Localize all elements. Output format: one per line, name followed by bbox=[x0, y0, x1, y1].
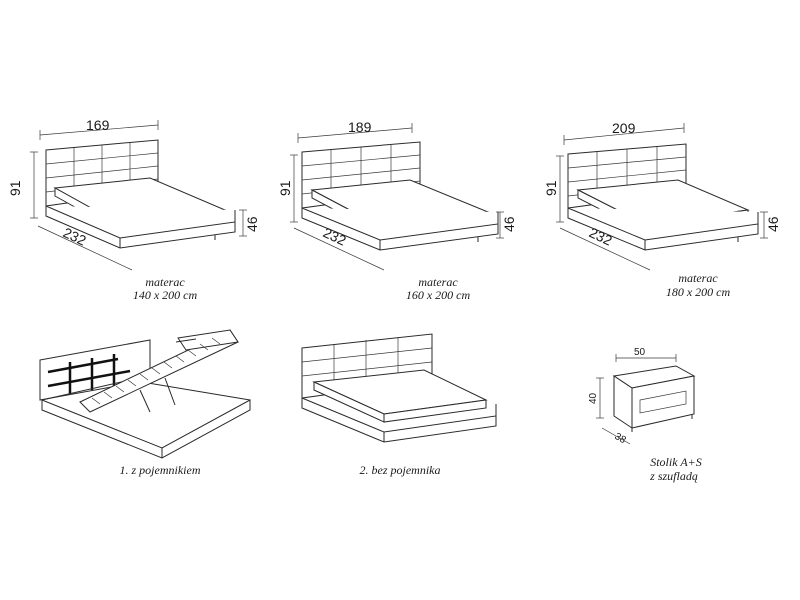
variant-2-caption: 2. bez pojemnika bbox=[360, 463, 441, 477]
length-label: 232 bbox=[61, 224, 89, 248]
headboard-height-label: 91 bbox=[7, 180, 23, 196]
bed-1: 169 91 232 46 materac 140 x 200 cm bbox=[7, 117, 260, 302]
bed-frame bbox=[567, 207, 759, 241]
nightstand-depth-label: 38 bbox=[613, 431, 629, 446]
nightstand: 50 40 38 Stolik A+S z szufladą bbox=[588, 347, 702, 483]
nightstand-height-label: 40 bbox=[588, 392, 599, 404]
bed-with-storage: 1. z pojemnikiem bbox=[39, 329, 251, 477]
width-dimension-line bbox=[39, 124, 159, 136]
length-dimension-line bbox=[559, 227, 651, 271]
bed-without-storage: 2. bez pojemnika bbox=[301, 333, 497, 477]
slats bbox=[91, 337, 221, 405]
mattress-caption-1: materac bbox=[678, 271, 718, 285]
frame-height-label: 46 bbox=[501, 216, 517, 232]
length-label: 232 bbox=[587, 224, 615, 248]
storage-base bbox=[41, 399, 251, 459]
bed-3: 209 91 232 46 materac 180 x 200 cm bbox=[543, 120, 781, 299]
headboard-quilting bbox=[301, 337, 433, 394]
bed-frame bbox=[301, 207, 499, 241]
bed-frame bbox=[301, 397, 497, 433]
bed-frame bbox=[45, 205, 236, 239]
length-label: 232 bbox=[321, 224, 349, 248]
length-dimension-line bbox=[293, 227, 385, 271]
length-dimension-line bbox=[37, 225, 133, 271]
nightstand-drawer bbox=[639, 390, 687, 414]
width-dimension-line bbox=[297, 127, 413, 139]
nightstand-caption-2: z szufladą bbox=[649, 469, 698, 483]
frame-height-label: 46 bbox=[244, 216, 260, 232]
headboard-grid bbox=[47, 354, 131, 394]
mattress-caption-2: 160 x 200 cm bbox=[406, 288, 471, 302]
width-label: 169 bbox=[86, 117, 110, 133]
headboard-height-label: 91 bbox=[543, 180, 559, 196]
headboard-height-label: 91 bbox=[277, 180, 293, 196]
bed-2: 189 91 232 46 materac 160 x 200 cm bbox=[277, 119, 517, 302]
gas-piston bbox=[139, 389, 151, 413]
mattress-caption-2: 180 x 200 cm bbox=[666, 285, 731, 299]
mattress-caption-1: materac bbox=[145, 275, 185, 289]
mattress-caption-1: materac bbox=[418, 275, 458, 289]
frame-height-label: 46 bbox=[765, 216, 781, 232]
width-label: 209 bbox=[612, 120, 636, 136]
width-label: 189 bbox=[348, 119, 372, 135]
nightstand-depth-line bbox=[601, 427, 631, 445]
width-dimension-line bbox=[563, 127, 685, 141]
nightstand-caption-1: Stolik A+S bbox=[650, 455, 702, 469]
variant-1-caption: 1. z pojemnikiem bbox=[120, 463, 201, 477]
mattress-caption-2: 140 x 200 cm bbox=[133, 288, 198, 302]
nightstand-width-label: 50 bbox=[634, 347, 646, 358]
nightstand-front bbox=[631, 375, 695, 429]
